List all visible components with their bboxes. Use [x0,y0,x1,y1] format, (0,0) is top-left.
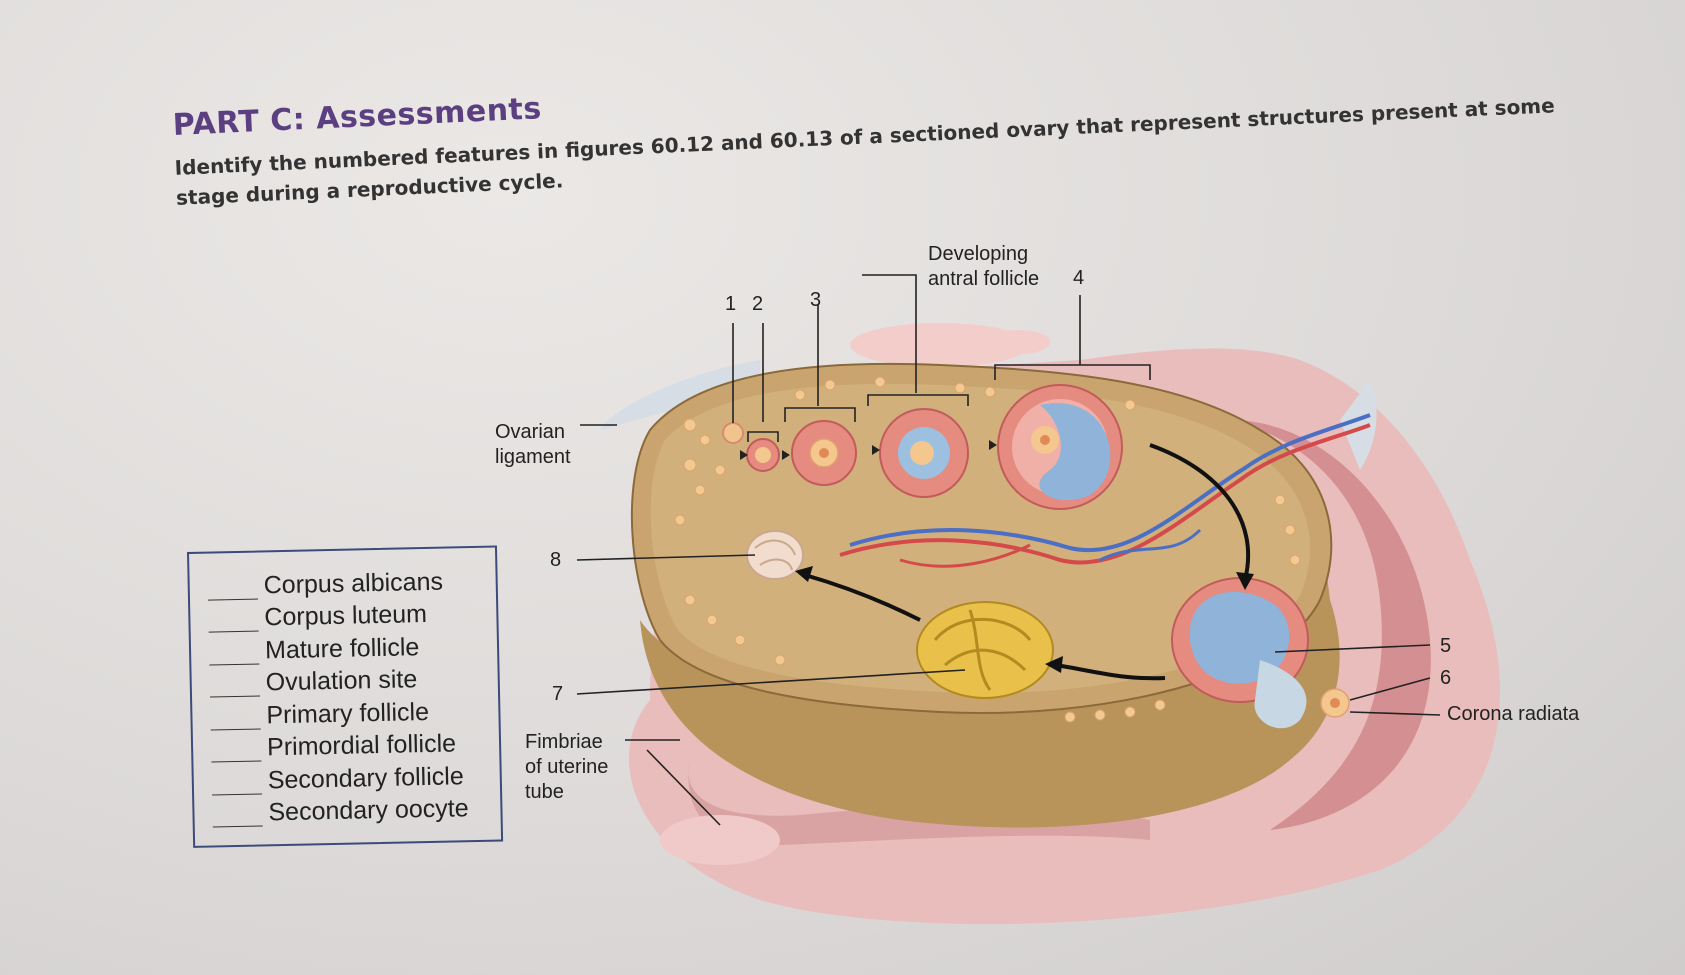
answer-blank[interactable] [207,578,259,601]
answer-blank[interactable] [208,643,260,666]
answer-blank[interactable] [210,707,261,731]
secondary-follicle-3 [791,420,857,486]
answer-blank[interactable] [209,675,261,698]
fimbriae-line-2: of uterine [525,756,609,778]
answer-text: Secondary follicle [267,761,464,794]
label-number-6: 6 [1440,667,1452,689]
answer-blank[interactable] [210,740,262,763]
fimbriae-line-1: Fimbriae [525,731,603,753]
label-fimbriae: Fimbriae of uterine tube [525,730,608,805]
label-number-2: 2 [752,293,764,315]
answer-text: Ovulation site [265,665,418,697]
answer-blank[interactable] [208,610,259,633]
primordial-follicle-1 [722,422,744,444]
answer-text: Primordial follicle [266,729,457,762]
fimbriae-line-3: tube [525,781,564,803]
label-developing-antral-follicle: Developing antral follicle [928,242,1039,292]
leader-lines [576,274,1441,826]
answer-box: Corpus albicans Corpus luteum Mature fol… [187,545,504,848]
answer-text: Corpus luteum [264,599,428,632]
developing-line-2: antral follicle [928,268,1040,290]
answer-text: Secondary oocyte [268,794,469,827]
label-number-3: 3 [810,289,822,311]
label-number-1: 1 [725,293,737,315]
label-corona-radiata: Corona radiata [1447,703,1580,725]
corpus-luteum-7 [916,601,1054,699]
answer-text: Mature follicle [264,632,420,664]
answer-text: Primary follicle [266,697,430,729]
corpus-albicans-8 [746,530,804,580]
label-number-4: 4 [1073,267,1085,289]
answer-row: Secondary follicle [211,757,500,796]
primary-follicle-2 [746,438,780,472]
label-number-7: 7 [552,683,564,705]
answer-row: Primordial follicle [210,724,500,763]
answer-text: Corpus albicans [263,567,444,599]
answer-blank[interactable] [211,772,263,796]
label-ovarian-ligament: Ovarian ligament [495,420,571,470]
ovarian-line-2: ligament [495,446,571,468]
answer-blank[interactable] [212,805,263,828]
label-number-8: 8 [550,549,562,571]
developing-antral-follicle [879,408,969,498]
ovulation-site-follicle [1171,577,1350,729]
blood-vessels [839,413,1371,568]
ovarian-line-1: Ovarian [495,421,566,443]
developing-line-1: Developing [928,243,1029,265]
answer-row: Secondary oocyte [212,789,501,828]
label-number-5: 5 [1440,635,1452,657]
mature-follicle-4 [997,384,1123,510]
